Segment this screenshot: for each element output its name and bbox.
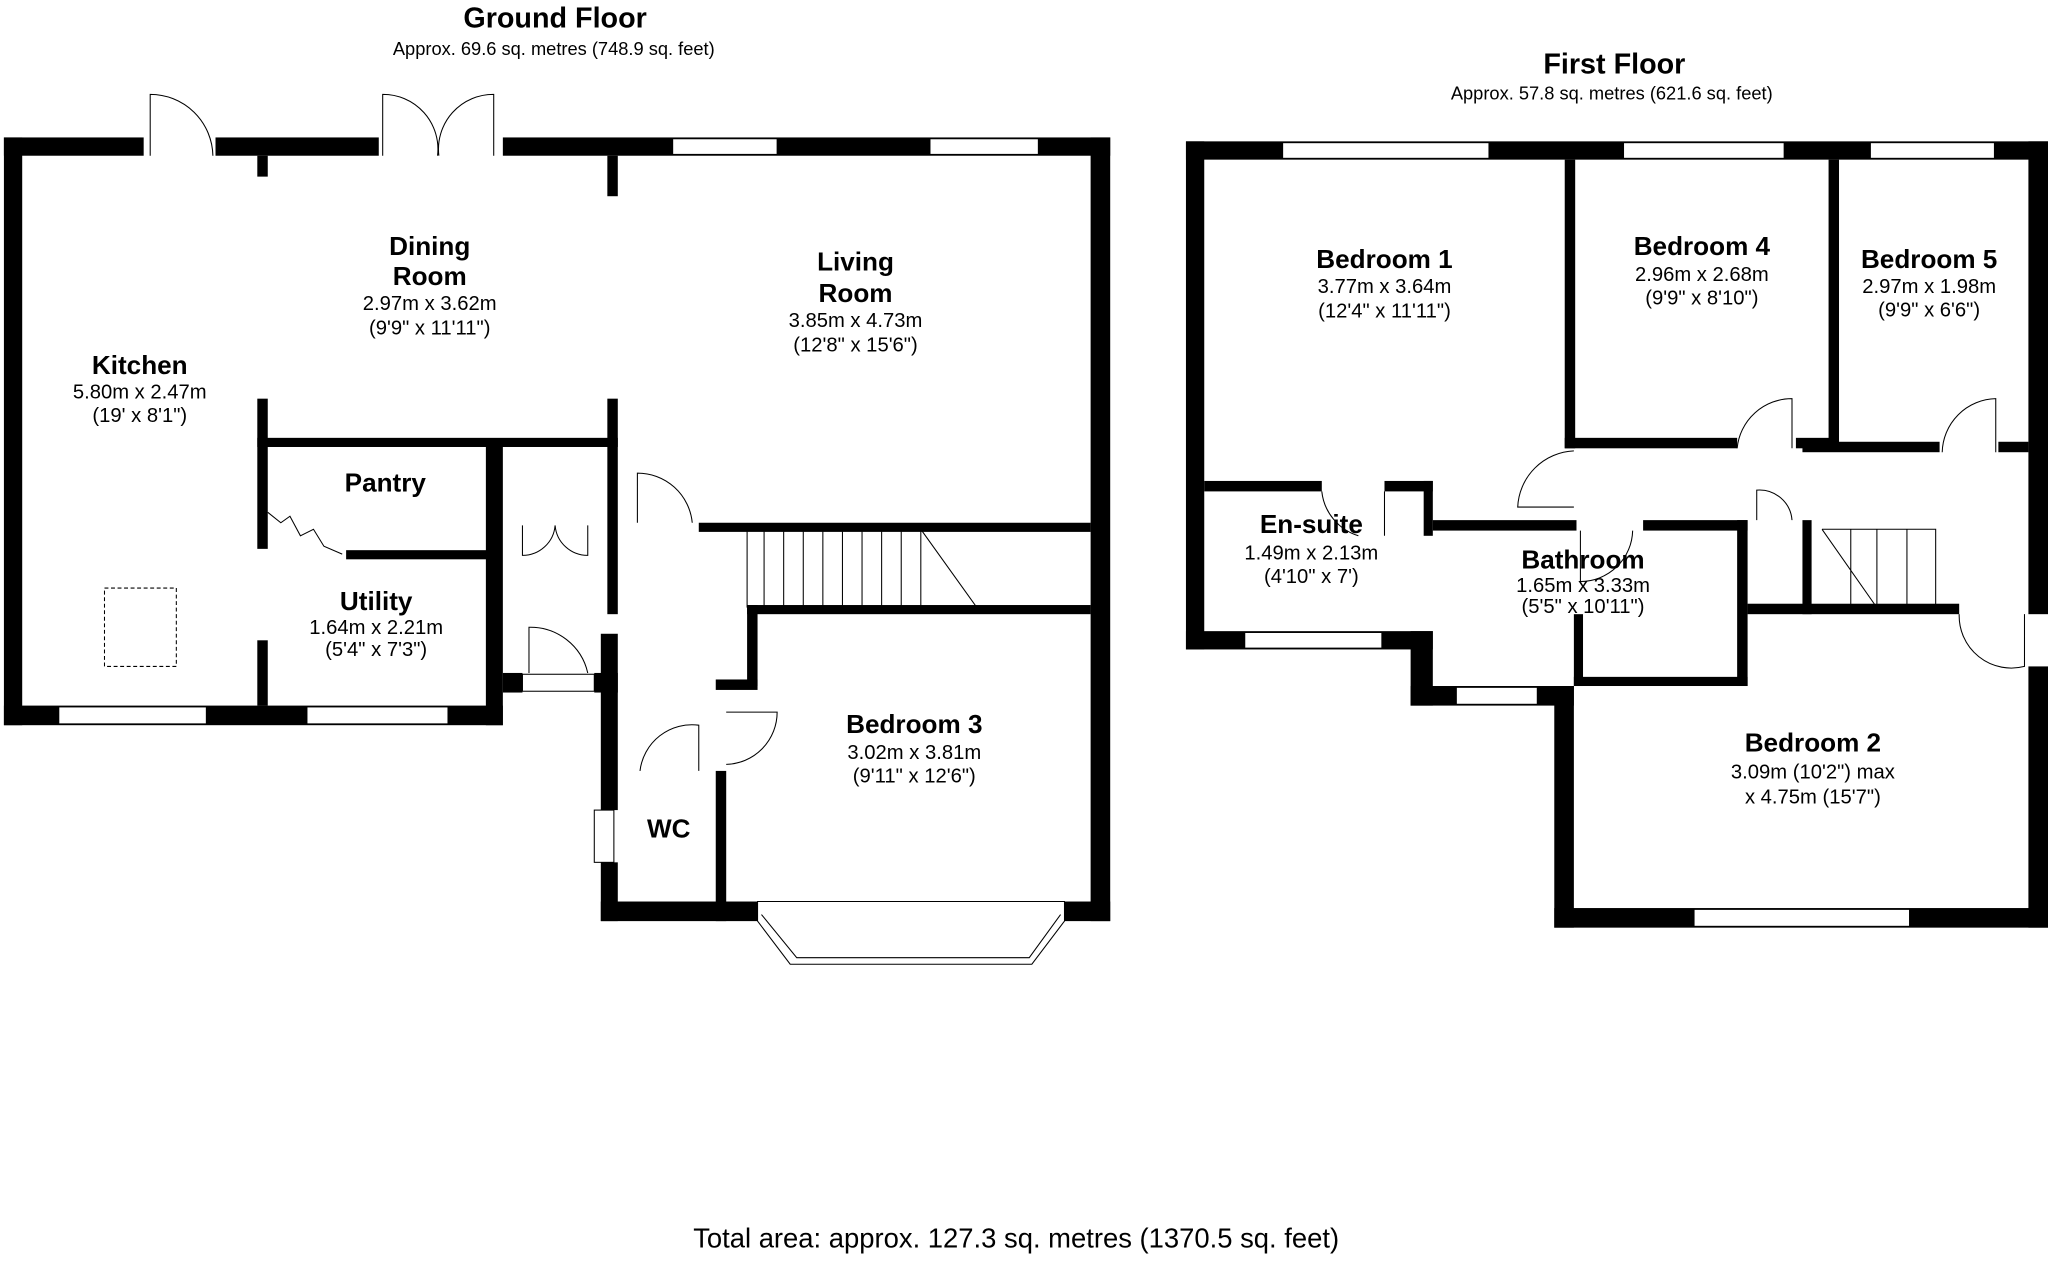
pantry-name: Pantry <box>345 467 427 497</box>
bedroom1-name: Bedroom 1 <box>1316 244 1452 274</box>
dining-imperial: (9'9" x 11'11") <box>369 318 490 340</box>
ground-floor-windows <box>58 138 1066 965</box>
first-floor-doors <box>1321 398 2026 669</box>
utility-imperial: (5'4" x 7'3") <box>325 639 427 661</box>
living-name: Living <box>817 247 894 277</box>
bedroom2-dim-1: 3.09m (10'2") max <box>1731 762 1895 784</box>
bedroom4-metric: 2.96m x 2.68m <box>1635 264 1769 286</box>
bedroom4-imperial: (9'9" x 8'10") <box>1645 288 1758 310</box>
ground-floor-area: Approx. 69.6 sq. metres (748.9 sq. feet) <box>393 38 715 59</box>
bedroom2-dim-2: x 4.75m (15'7") <box>1745 787 1881 809</box>
utility-metric: 1.64m x 2.21m <box>309 617 443 639</box>
first-floor-area: Approx. 57.8 sq. metres (621.6 sq. feet) <box>1451 83 1773 104</box>
dining-name: Dining <box>389 231 470 261</box>
ground-floor-walls <box>3 137 1111 922</box>
kitchen-imperial: (19' x 8'1") <box>92 405 187 427</box>
bathroom-metric: 1.65m x 3.33m <box>1516 575 1650 597</box>
bedroom3-imperial: (9'11" x 12'6") <box>853 766 976 788</box>
living-imperial: (12'8" x 15'6") <box>793 335 917 357</box>
first-floor-labels: First Floor Approx. 57.8 sq. metres (621… <box>1244 48 1997 808</box>
kitchen-name: Kitchen <box>92 350 188 380</box>
ensuite-name: En-suite <box>1260 509 1363 539</box>
bathroom-imperial: (5'5" x 10'11") <box>1522 596 1645 618</box>
bedroom5-metric: 2.97m x 1.98m <box>1862 276 1996 298</box>
bedroom3-name: Bedroom 3 <box>846 709 982 739</box>
total-area: Total area: approx. 127.3 sq. metres (13… <box>693 1223 1339 1254</box>
bathroom-name: Bathroom <box>1521 544 1644 574</box>
bedroom1-metric: 3.77m x 3.64m <box>1318 276 1452 298</box>
ground-floor-labels: Ground Floor Approx. 69.6 sq. metres (74… <box>73 3 983 844</box>
bedroom1-imperial: (12'4" x 11'11") <box>1318 301 1451 323</box>
living-name-2: Room <box>819 278 893 308</box>
living-metric: 3.85m x 4.73m <box>789 310 923 332</box>
dining-name-2: Room <box>393 261 467 291</box>
ensuite-imperial: (4'10" x 7') <box>1264 566 1359 588</box>
bedroom5-imperial: (9'9" x 6'6") <box>1878 299 1980 321</box>
ground-floor-doors <box>103 93 978 771</box>
bedroom3-metric: 3.02m x 3.81m <box>847 742 981 764</box>
ensuite-metric: 1.49m x 2.13m <box>1244 542 1378 564</box>
first-floor-title: First Floor <box>1543 48 1685 80</box>
utility-name: Utility <box>340 586 413 616</box>
first-floor-windows <box>1244 142 1995 927</box>
bedroom2-name: Bedroom 2 <box>1745 727 1881 757</box>
wc-name: WC <box>647 814 691 844</box>
bedroom4-name: Bedroom 4 <box>1634 231 1771 261</box>
bedroom5-name: Bedroom 5 <box>1861 244 1997 274</box>
kitchen-metric: 5.80m x 2.47m <box>73 382 207 404</box>
ground-floor-title: Ground Floor <box>463 3 646 35</box>
dining-metric: 2.97m x 3.62m <box>363 293 497 315</box>
